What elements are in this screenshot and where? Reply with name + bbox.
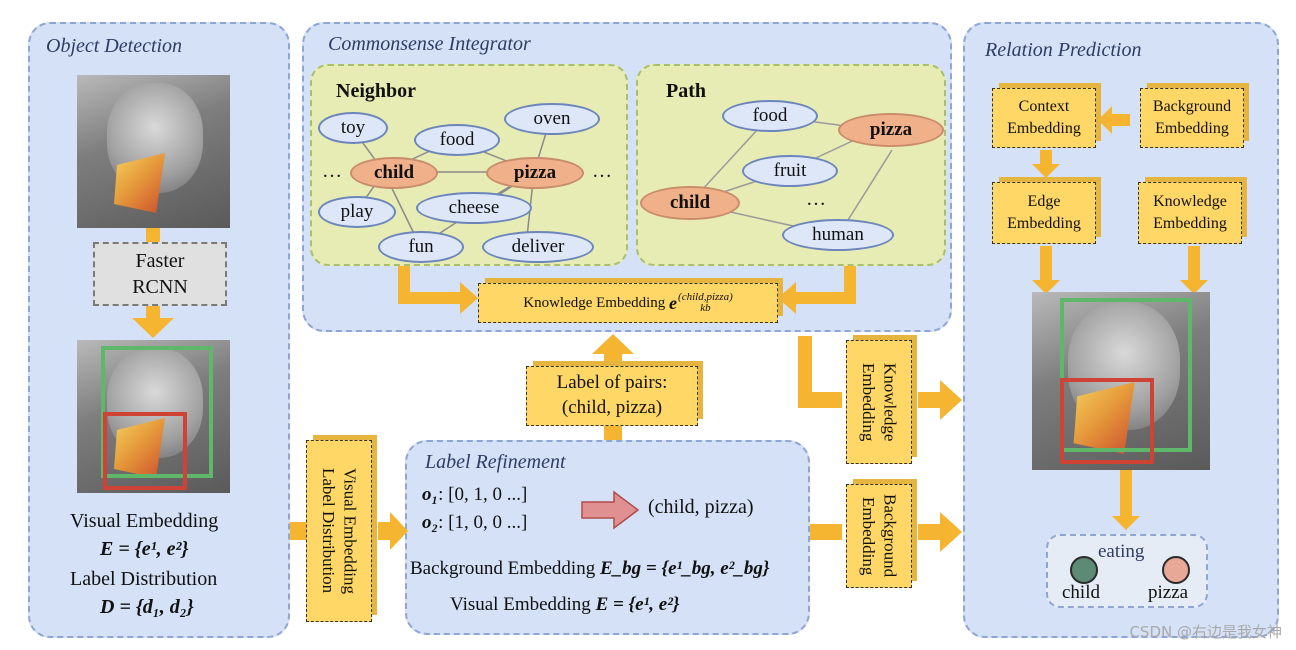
- path-node-child: child: [640, 186, 740, 220]
- relation-title: Relation Prediction: [985, 39, 1142, 61]
- neighbor-node-oven: oven: [504, 103, 600, 135]
- photo-girl-pizza-detected: [77, 340, 230, 493]
- object-detection-title: Object Detection: [46, 35, 183, 57]
- neighbor-node-fun: fun: [378, 231, 464, 263]
- watermark: CSDN @右边是我女神: [1129, 623, 1282, 641]
- path-node-pizza: pizza: [838, 113, 944, 147]
- object-label: pizza: [1148, 582, 1189, 603]
- relation-bbox-child: [1060, 298, 1192, 452]
- od-visual-embedding-formula: E = {e¹, e²}: [100, 538, 189, 560]
- neighbor-dots-left: …: [322, 160, 342, 182]
- neighbor-title: Neighbor: [336, 80, 416, 102]
- relation-bbox-pizza: [1060, 378, 1154, 464]
- refined-pair: (child, pizza): [648, 496, 754, 518]
- lr-background-embedding: Background Embedding E_bg = {e¹_bg, e²_b…: [410, 558, 770, 579]
- neighbor-node-pizza: pizza: [486, 157, 584, 189]
- predicate-label: eating: [1098, 541, 1145, 562]
- neighbor-node-deliver: deliver: [482, 231, 594, 263]
- neighbor-node-child: child: [350, 157, 438, 189]
- bbox-pizza: [103, 412, 187, 490]
- o1-vector: o₁: [0, 1, 0 ...]: [422, 484, 528, 505]
- neighbor-node-play: play: [318, 196, 396, 228]
- od-label-distribution-formula: D = {d₁, d₂}: [100, 596, 194, 618]
- neighbor-node-toy: toy: [318, 112, 388, 144]
- label-refinement-title: Label Refinement: [425, 451, 566, 473]
- od-label-distribution-label: Label Distribution: [70, 568, 218, 590]
- knowledge-embedding-box: Knowledge Embedding e(child,pizza)kb: [478, 283, 778, 323]
- object-node-icon: [1162, 556, 1190, 584]
- o2-vector: o₂: [1, 0, 0 ...]: [422, 512, 528, 533]
- subject-node-icon: [1070, 556, 1098, 584]
- path-node-human: human: [782, 219, 894, 251]
- lr-visual-embedding: Visual Embedding E = {e¹, e²}: [450, 594, 680, 615]
- neighbor-node-food: food: [414, 124, 500, 156]
- od-visual-embedding-label: Visual Embedding: [70, 510, 219, 532]
- path-node-food: food: [722, 100, 818, 132]
- label-refinement-panel: [405, 440, 810, 635]
- red-arrow-icon: [581, 490, 640, 530]
- path-dots: …: [806, 188, 826, 210]
- path-node-fruit: fruit: [742, 155, 838, 187]
- neighbor-node-cheese: cheese: [416, 192, 532, 224]
- neighbor-dots-right: …: [592, 160, 612, 182]
- commonsense-title: Commonsense Integrator: [328, 33, 531, 55]
- photo-girl-pizza-relation: [1032, 292, 1210, 470]
- photo-girl-pizza: [77, 75, 230, 228]
- label-of-pairs-box: Label of pairs:(child, pizza): [526, 366, 698, 426]
- subject-label: child: [1062, 582, 1100, 603]
- path-title: Path: [666, 80, 706, 102]
